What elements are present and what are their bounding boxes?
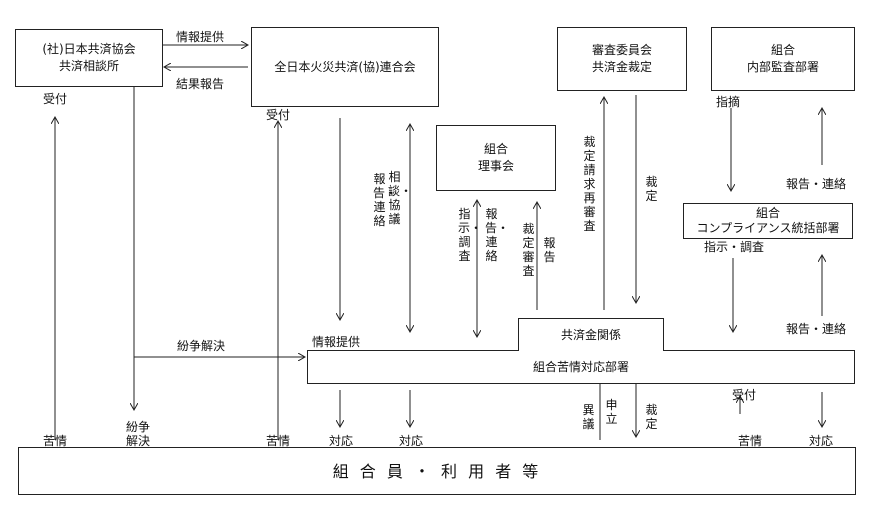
label-jouhou-teikyo-top: 情報提供 xyxy=(176,30,225,44)
compliance-line1: 組合 xyxy=(755,206,780,220)
kyosai-soudanjo-line2: 共済相談所 xyxy=(58,59,119,73)
rijikai-line1: 組合 xyxy=(483,142,508,156)
kyosaikin-tab-label: 共済金関係 xyxy=(560,327,621,342)
label-shiji-chousa-2: 指示・調査 xyxy=(704,240,765,254)
label-uketsuke-right: 受付 xyxy=(732,388,757,402)
kyosai-soudanjo-line1: (社)日本共済協会 xyxy=(42,42,136,56)
label-shiji-chousa-1: 指示・調査 xyxy=(458,207,483,263)
label-saitei-2: 裁定 xyxy=(645,403,658,431)
label-moushitate: 申立 xyxy=(605,398,618,426)
label-soudan-kyougi: 相談・協議 xyxy=(388,170,413,226)
label-taiou-3: 対応 xyxy=(809,434,834,448)
label-igi: 異議 xyxy=(582,403,595,431)
members-label: 組 合 員 ・ 利 用 者 等 xyxy=(332,461,542,481)
label-houkoku-renraku-4: 報告・連絡 xyxy=(786,322,847,336)
kyosai-soudanjo-box: (社)日本共済協会 共済相談所 xyxy=(15,29,163,87)
label-houkoku-renraku-3: 報告・連絡 xyxy=(786,177,847,191)
label-uketsuke-mid: 受付 xyxy=(266,108,291,122)
label-houkoku-small: 報告 xyxy=(543,236,556,264)
label-funsou-kaiketsu-2a: 紛争 xyxy=(126,420,151,434)
label-saitei-seikyu: 裁定請求再審査 xyxy=(583,135,596,233)
label-taiou-2: 対応 xyxy=(399,434,424,448)
label-kujo-1: 苦情 xyxy=(43,434,68,448)
label-uketsuke-left: 受付 xyxy=(43,92,68,106)
label-shiteki: 指摘 xyxy=(716,95,741,109)
label-saitei-shinsa: 裁定審査 xyxy=(522,222,535,278)
shinsa-iinkai-line2: 共済金裁定 xyxy=(591,60,652,74)
label-kujo-2: 苦情 xyxy=(266,434,291,448)
naibu-kansa-line2: 内部監査部署 xyxy=(746,60,819,74)
kyosaikin-tab-box: 共済金関係 xyxy=(518,318,664,351)
shinsa-iinkai-line1: 審査委員会 xyxy=(591,43,652,57)
label-taiou-1: 対応 xyxy=(329,434,354,448)
label-houkoku-renraku-2: 報告・連絡 xyxy=(485,207,510,263)
label-houkoku-renraku-1: 報告・連絡 xyxy=(373,172,398,228)
members-box: 組 合 員 ・ 利 用 者 等 xyxy=(18,447,856,495)
label-funsou-kaiketsu-2b: 解決 xyxy=(126,434,151,448)
rijikai-line2: 理事会 xyxy=(477,159,514,173)
label-funsou-kaiketsu-line: 紛争解決 xyxy=(177,339,226,353)
label-saitei-1: 裁定 xyxy=(645,175,658,203)
label-kujo-3: 苦情 xyxy=(738,434,763,448)
zennihon-federation-box: 全日本火災共済(協)連合会 xyxy=(251,27,439,107)
shinsa-iinkai-box: 審査委員会 共済金裁定 xyxy=(557,27,687,91)
naibu-kansa-line1: 組合 xyxy=(770,43,795,57)
zennihon-federation-label: 全日本火災共済(協)連合会 xyxy=(274,59,416,74)
label-kekka-houkoku: 結果報告 xyxy=(176,77,225,91)
compliance-line2: コンプライアンス統括部署 xyxy=(696,221,840,235)
kujo-taiou-box: 組合苦情対応部署 xyxy=(307,350,855,384)
compliance-box: 組合 コンプライアンス統括部署 xyxy=(683,203,853,239)
rijikai-box: 組合 理事会 xyxy=(436,125,556,191)
kujo-taiou-label: 組合苦情対応部署 xyxy=(532,359,629,374)
label-jouhou-teikyo-mid: 情報提供 xyxy=(312,335,361,349)
naibu-kansa-box: 組合 内部監査部署 xyxy=(711,27,855,91)
